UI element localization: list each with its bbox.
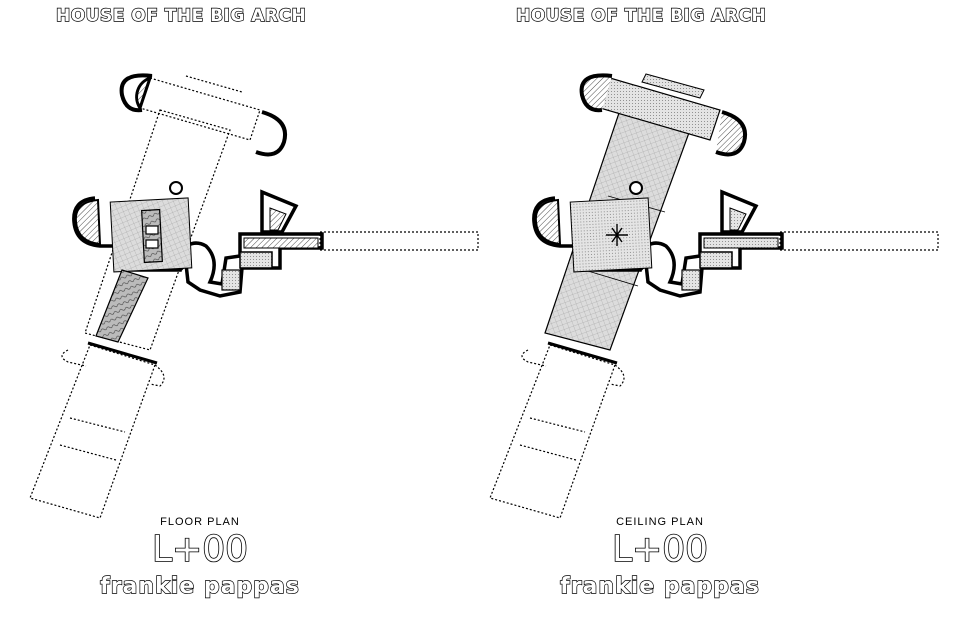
top-pavilion (139, 75, 261, 141)
lower-walkway (489, 344, 625, 519)
stair-ceiling (699, 251, 733, 269)
ceiling-plan-caption: CEILING PLAN L+00 frankie pappas (550, 516, 770, 600)
ceiling-plan-sheet: HOUSE OF THE BIG ARCH (460, 0, 940, 619)
walkway-threshold (547, 341, 618, 365)
stair (239, 251, 273, 269)
author-label: frankie pappas (559, 573, 760, 599)
plan-type-label: FLOOR PLAN (160, 516, 240, 528)
author-label: frankie pappas (99, 573, 300, 599)
ne-wing-walls (260, 189, 299, 234)
pavilion-end-left (135, 75, 153, 112)
lower-walkway (29, 344, 165, 519)
floor-plan-sheet: HOUSE OF THE BIG ARCH (29, 5, 479, 600)
drawing-title: HOUSE OF THE BIG ARCH (55, 5, 307, 26)
east-wing (779, 231, 939, 251)
island-block-a (145, 225, 159, 235)
ceiling-plan-drawing (489, 73, 939, 519)
plan-type-label: CEILING PLAN (616, 516, 704, 528)
pavilion-end-left-arc (579, 73, 613, 113)
central-corridor (84, 109, 231, 351)
pavilion-end-left-arc (119, 73, 153, 113)
east-room (243, 237, 319, 249)
hub-walls (532, 196, 784, 298)
hub-walls (72, 196, 324, 298)
floor-plan-drawing (29, 73, 479, 519)
kitchen-island (141, 208, 163, 264)
drawing-title: HOUSE OF THE BIG ARCH (515, 5, 767, 26)
column (169, 181, 183, 195)
pavilion-end-right-arc (255, 110, 287, 157)
hub-west-semicircle (534, 198, 562, 246)
hub-west-semicircle (74, 198, 102, 246)
ceiling-fan-icon (606, 224, 628, 246)
pavilion-end-right-arc (715, 110, 747, 157)
level-label: L+00 (611, 529, 709, 571)
east-room-ceiling (703, 237, 779, 249)
utility-ceiling (681, 269, 701, 291)
east-wing (319, 231, 479, 251)
utility-room (221, 269, 241, 291)
corridor-floor-pattern (95, 269, 149, 343)
walkway-threshold (87, 341, 158, 365)
island-block-b (145, 239, 159, 249)
ne-wing-inner (729, 207, 747, 231)
level-label: L+00 (151, 529, 249, 571)
pavilion-skylight (641, 73, 705, 99)
column (629, 181, 643, 195)
ne-wing-inner (269, 207, 287, 231)
ne-wing-walls (720, 189, 759, 234)
floor-plan-caption: FLOOR PLAN L+00 frankie pappas (90, 516, 310, 600)
